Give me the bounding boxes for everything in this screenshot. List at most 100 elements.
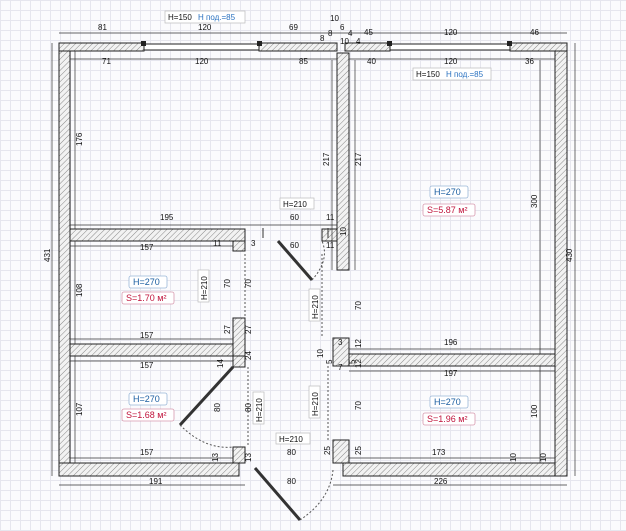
dim-70a: 70	[223, 279, 232, 288]
dim-70b: 70	[244, 279, 253, 288]
dim-11a: 11	[326, 213, 335, 222]
door-height-4: H=210	[255, 398, 264, 422]
window-right	[389, 43, 511, 51]
door-swing-1	[276, 240, 314, 281]
wall-partition-h2	[69, 343, 246, 357]
dim-top-4b: 4	[356, 37, 361, 46]
walls	[58, 42, 568, 477]
dim-in-36: 36	[525, 57, 534, 66]
dim-in-40: 40	[367, 57, 376, 66]
door-arc-2	[179, 424, 234, 448]
dim-100: 100	[530, 404, 539, 418]
dim-top-10b: 10	[340, 37, 349, 46]
dim-226: 226	[434, 477, 448, 486]
room-low-right-height: H=270	[434, 397, 461, 407]
wall-mid-vertical-a	[232, 240, 246, 252]
dim-80a: 80	[213, 403, 222, 412]
dim-157a: 157	[140, 243, 154, 252]
dim-12b: 12	[354, 359, 363, 368]
wall-outer-bottom-left	[58, 462, 240, 477]
dim-10a: 10	[339, 227, 348, 236]
dim-217b: 217	[354, 152, 363, 166]
dim-11b: 11	[326, 241, 335, 250]
door-height-3: H=210	[311, 295, 320, 319]
dim-in-120b: 120	[444, 57, 458, 66]
room-low-right-area: S=1.96 м²	[427, 414, 467, 424]
dim-13b: 13	[244, 453, 253, 462]
dim-in-71: 71	[102, 57, 111, 66]
dim-10d: 10	[539, 453, 548, 462]
dim-80d: 80	[287, 477, 296, 486]
door-arc-1	[311, 240, 325, 281]
wall-partition-h1	[69, 228, 246, 242]
dim-top-46: 46	[530, 28, 539, 37]
dim-70c: 70	[354, 301, 363, 310]
door-height-5: H=210	[311, 392, 320, 416]
dim-top-6: 6	[340, 23, 345, 32]
dim-157b: 157	[140, 331, 154, 340]
door-height-2: H=210	[200, 276, 209, 300]
dim-12a: 12	[354, 339, 363, 348]
wall-partition-vertical	[336, 52, 350, 271]
dim-25b: 25	[354, 446, 363, 455]
door-height-6: H=210	[279, 435, 303, 444]
dim-in-120a: 120	[195, 57, 209, 66]
dim-top-4: 4	[348, 29, 353, 38]
window-posts	[141, 41, 512, 46]
room-main-height: H=270	[434, 187, 461, 197]
dim-217a: 217	[322, 152, 331, 166]
dim-157c: 157	[140, 361, 154, 370]
window-sill-left: H под.=85	[198, 13, 236, 22]
dim-top-8: 8	[328, 29, 333, 38]
dim-10b: 10	[316, 349, 325, 358]
room-low-left-height: H=270	[133, 394, 160, 404]
doors	[178, 228, 334, 521]
dim-80c: 80	[287, 448, 296, 457]
dim-top-120a: 120	[198, 23, 212, 32]
dim-157d: 157	[140, 448, 154, 457]
door-arc-3	[299, 469, 334, 521]
dim-5a: 5	[325, 359, 334, 364]
window-labels: H=150 H под.=85 H=150 H под.=85	[164, 10, 492, 81]
wall-partition-h3	[348, 353, 556, 367]
dim-top-10a: 10	[330, 14, 339, 23]
wall-low-vertical-a	[232, 355, 246, 368]
dim-top-120b: 120	[444, 28, 458, 37]
dim-196: 196	[444, 338, 458, 347]
dim-27a: 27	[223, 325, 232, 334]
dim-top-81: 81	[98, 23, 107, 32]
room-low-left-area: S=1.68 м²	[126, 410, 166, 420]
wall-outer-left	[58, 42, 71, 477]
wall-outer-bottom-right	[342, 462, 568, 477]
window-height-right: H=150	[416, 70, 440, 79]
dim-107: 107	[75, 402, 84, 416]
room-mid-height: H=270	[133, 277, 160, 287]
wall-right-low-vertical-a	[332, 337, 350, 367]
wall-partition-h1b	[321, 228, 338, 242]
dim-3b: 3	[338, 338, 343, 347]
dim-top-8b: 8	[320, 34, 325, 43]
dimension-lines	[51, 32, 576, 486]
dim-left-431: 431	[43, 248, 52, 262]
dim-24: 24	[244, 351, 253, 360]
dim-10c: 10	[509, 453, 518, 462]
dim-25a: 25	[323, 446, 332, 455]
dim-right-430: 430	[565, 248, 574, 262]
window-height-left: H=150	[168, 13, 192, 22]
wall-top-c	[344, 42, 391, 52]
dim-191: 191	[149, 477, 163, 486]
dim-13a: 13	[211, 453, 220, 462]
dim-300: 300	[530, 194, 539, 208]
wall-low-vertical-b	[232, 446, 246, 464]
dim-70d: 70	[354, 401, 363, 410]
door-height-1: H=210	[283, 200, 307, 209]
wall-top-a	[58, 42, 145, 52]
wall-top-b	[258, 42, 338, 52]
dimension-text: 81 120 69 8 10 6 4 10 45 120 46 4 8 71 1…	[43, 14, 574, 486]
dim-5b: 5	[348, 359, 357, 364]
window-left	[143, 43, 260, 51]
room-main-area: S=5.87 м²	[427, 205, 467, 215]
door-labels: H=210 H=210 H=210 H=210 H=210 H=210	[197, 197, 321, 445]
dim-197: 197	[444, 369, 458, 378]
